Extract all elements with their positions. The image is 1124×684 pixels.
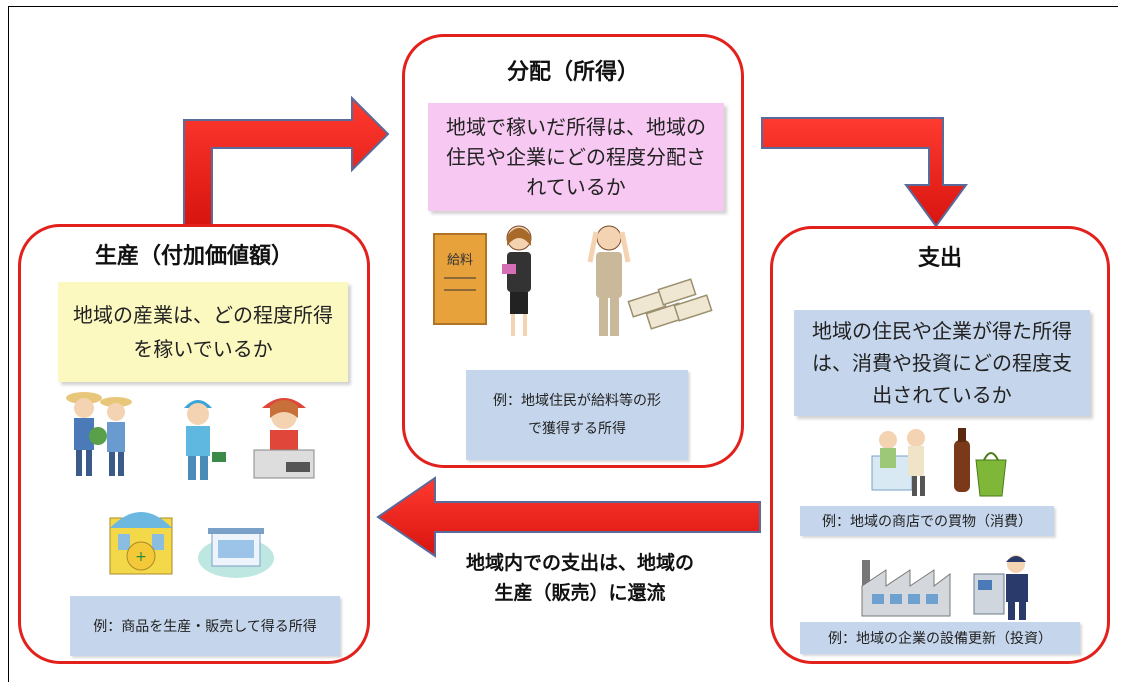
shop-clerk-illustration [253, 398, 315, 479]
money-stacks-illustration [627, 278, 713, 330]
farmers-illustration [66, 392, 132, 476]
salary-envelope-illustration: 給料 [433, 233, 487, 325]
elderly-man-illustration [587, 225, 631, 336]
svg-text:+: + [135, 549, 147, 565]
shopping-illustration [871, 429, 925, 496]
expenditure-example-investment: 例：地域の企業の設備更新（投資） [800, 622, 1080, 654]
office-building-illustration [198, 528, 274, 578]
envelope-label: 給料 [447, 253, 473, 268]
woman-illustration [502, 225, 532, 336]
distribution-question: 地域で稼いだ所得は、地域の住民や企業にどの程度分配されているか [428, 103, 724, 211]
expenditure-title: 支出 [917, 246, 962, 271]
flow-caption-line1: 地域内での支出は、地域の [465, 552, 694, 574]
factory-building-illustration [861, 560, 951, 617]
distribution-title: 分配（所得） [506, 60, 639, 85]
factory-illustration: + [109, 512, 173, 575]
flow-caption-line2: 生産（販売）に還流 [494, 582, 666, 604]
production-question: 地域の産業は、どの程度所得を稼いでいるか [58, 282, 348, 382]
production-example: 例：商品を生産・販売して得る所得 [70, 596, 340, 656]
diagram-frame [8, 6, 1118, 682]
arrow-expenditure-to-production [376, 476, 761, 558]
production-title: 生産（付加価値額） [94, 244, 293, 269]
arrow-production-to-distribution [183, 95, 390, 227]
arrow-distribution-to-expenditure [761, 117, 968, 228]
wine-bag-illustration [954, 428, 1007, 497]
expenditure-example-consumption: 例：地域の商店での買物（消費） [800, 506, 1054, 536]
expenditure-question: 地域の住民や企業が得た所得は、消費や投資にどの程度支出されているか [794, 310, 1090, 416]
flow-caption: 地域内での支出は、地域の 生産（販売）に還流 [440, 548, 720, 608]
machine-operator-illustration [973, 555, 1028, 620]
worker-illustration [184, 400, 226, 480]
distribution-example: 例：地域住民が給料等の形で獲得する所得 [466, 370, 688, 460]
